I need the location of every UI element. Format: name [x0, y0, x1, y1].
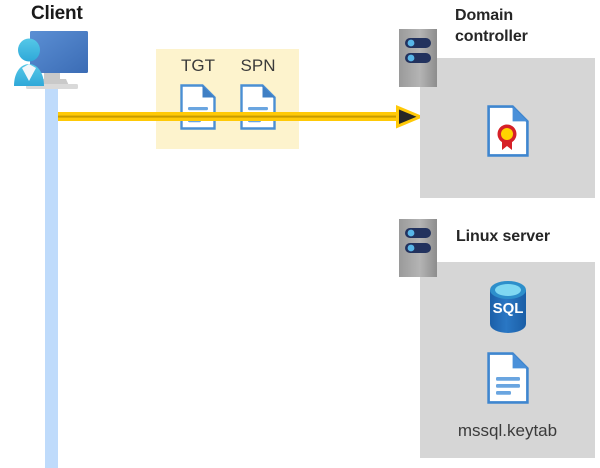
- domain-controller-label-line1: Domain: [455, 7, 514, 24]
- client-computer-icon: [8, 28, 96, 98]
- arrow-right-icon: [58, 104, 426, 130]
- certificate-document-icon: [487, 105, 529, 162]
- keytab-filename-label: mssql.keytab: [457, 421, 558, 440]
- domain-controller-server-icon: [399, 29, 437, 92]
- sql-database-icon: SQL: [484, 281, 532, 338]
- tgt-label: TGT: [181, 56, 215, 75]
- client-lifeline: [45, 60, 58, 468]
- linux-server-server-icon: [399, 219, 437, 282]
- domain-controller-label-line2: controller: [455, 28, 528, 45]
- keytab-document-icon: [487, 352, 529, 409]
- linux-server-label: Linux server: [456, 228, 550, 245]
- client-label: Client: [31, 3, 83, 24]
- spn-label: SPN: [240, 56, 276, 75]
- domain-controller-label: Domain controller: [455, 5, 595, 47]
- sql-database-caption: SQL: [493, 300, 524, 317]
